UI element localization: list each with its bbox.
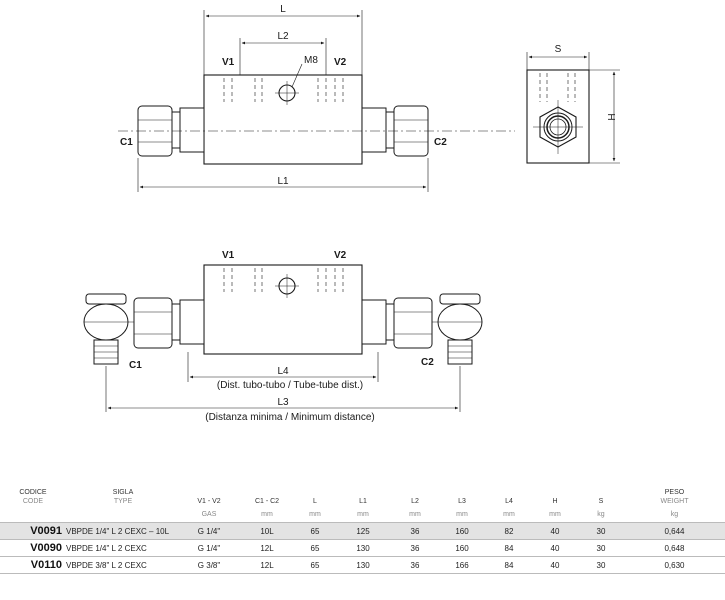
port-V2-bottom: V2 [334, 250, 347, 261]
cell-weight: 0,648 [664, 543, 685, 553]
cell-L: 65 [310, 526, 320, 536]
dim-H-label: H [605, 113, 616, 120]
header-L4: L4 [505, 498, 513, 505]
header-L3: L3 [458, 498, 466, 505]
cell-H: 40 [550, 543, 560, 553]
unit-S: kg [597, 510, 605, 518]
header-S: S [598, 498, 604, 505]
dim-L1-label: L1 [277, 176, 289, 187]
cell-type: VBPDE 1/4" L 2 CEXC [66, 543, 147, 553]
unit-code [0, 506, 66, 523]
header-v1-v2: V1 - V2 [197, 498, 221, 505]
unit-L4: mm [503, 510, 515, 518]
unit-weight: kg [670, 510, 679, 518]
dim-L3-label: L3 [277, 397, 289, 408]
cell-L1: 125 [356, 526, 370, 536]
port-C1-bottom: C1 [129, 360, 142, 371]
dim-L4-note: (Dist. tubo-tubo / Tube-tube dist.) [217, 380, 363, 391]
cell-L3: 160 [455, 526, 469, 536]
unit-c1-c2: mm [261, 510, 273, 518]
port-C2-bottom: C2 [421, 357, 434, 368]
cell-L4: 84 [504, 560, 514, 570]
cell-L4: 84 [504, 543, 514, 553]
cell-c1-c2: 12L [260, 543, 274, 553]
cell-H: 40 [550, 526, 560, 536]
table-row: V0090 VBPDE 1/4" L 2 CEXC G 1/4" 12L 65 … [0, 539, 725, 557]
cell-L2: 36 [410, 543, 420, 553]
header-L2: L2 [411, 498, 419, 505]
port-C1-top: C1 [120, 137, 133, 148]
table-row: V0091 VBPDE 1/4" L 2 CEXC – 10L G 1/4" 1… [0, 522, 725, 540]
top-view [118, 10, 515, 192]
cell-L: 65 [310, 560, 320, 570]
unit-L: mm [309, 510, 321, 518]
unit-L1: mm [357, 510, 369, 518]
cell-code: V0090 [30, 542, 62, 554]
unit-type [66, 506, 180, 523]
cell-c1-c2: 10L [260, 526, 274, 536]
port-C2-top: C2 [434, 137, 447, 148]
header-L1: L1 [359, 498, 367, 505]
cell-S: 30 [596, 560, 606, 570]
unit-L2: mm [409, 510, 421, 518]
cell-L3: 166 [455, 560, 469, 570]
cell-S: 30 [596, 543, 606, 553]
unit-v1-v2: GAS [201, 510, 217, 518]
table-row: V0110 VBPDE 3/8" L 2 CEXC G 3/8" 12L 65 … [0, 556, 725, 574]
cell-H: 40 [550, 560, 560, 570]
cell-weight: 0,630 [664, 560, 685, 570]
dim-S-label: S [555, 44, 562, 55]
header-H: H [552, 498, 558, 505]
cell-L2: 36 [410, 526, 420, 536]
cell-L: 65 [310, 543, 320, 553]
cell-c1-c2: 12L [260, 560, 274, 570]
side-view [526, 52, 620, 164]
dim-L-label: L [280, 4, 286, 15]
cell-type: VBPDE 3/8" L 2 CEXC [66, 560, 147, 570]
cell-S: 30 [596, 526, 606, 536]
unit-L3: mm [456, 510, 468, 518]
cell-L1: 130 [356, 543, 370, 553]
technical-drawing: L L2 M8 V1 V2 C1 C2 L1 S H V1 V2 C1 C2 L… [83, 4, 620, 423]
bottom-view [83, 264, 483, 412]
dim-L2-label: L2 [277, 31, 289, 42]
port-V1-top: V1 [222, 57, 235, 68]
dim-L4-label: L4 [277, 366, 289, 377]
cell-code: V0110 [30, 559, 62, 571]
port-V1-bottom: V1 [222, 250, 235, 261]
cell-weight: 0,644 [664, 526, 685, 536]
units-row: GAS mm mm mm mm mm mm mm kg kg [0, 506, 725, 523]
cell-L3: 160 [455, 543, 469, 553]
unit-H: mm [549, 510, 561, 518]
header-L: L [313, 498, 317, 505]
thread-M8-label: M8 [304, 55, 318, 66]
port-V2-top: V2 [334, 57, 347, 68]
cell-L2: 36 [410, 560, 420, 570]
dim-L3-note: (Distanza minima / Minimum distance) [205, 412, 375, 423]
cell-L1: 130 [356, 560, 370, 570]
header-c1-c2: C1 - C2 [254, 498, 280, 505]
cell-v1-v2: G 3/8" [197, 560, 221, 570]
cell-code: V0091 [30, 525, 62, 537]
cell-type: VBPDE 1/4" L 2 CEXC – 10L [66, 526, 170, 536]
cell-L4: 82 [504, 526, 514, 536]
cell-v1-v2: G 1/4" [197, 526, 221, 536]
cell-v1-v2: G 1/4" [197, 543, 221, 553]
